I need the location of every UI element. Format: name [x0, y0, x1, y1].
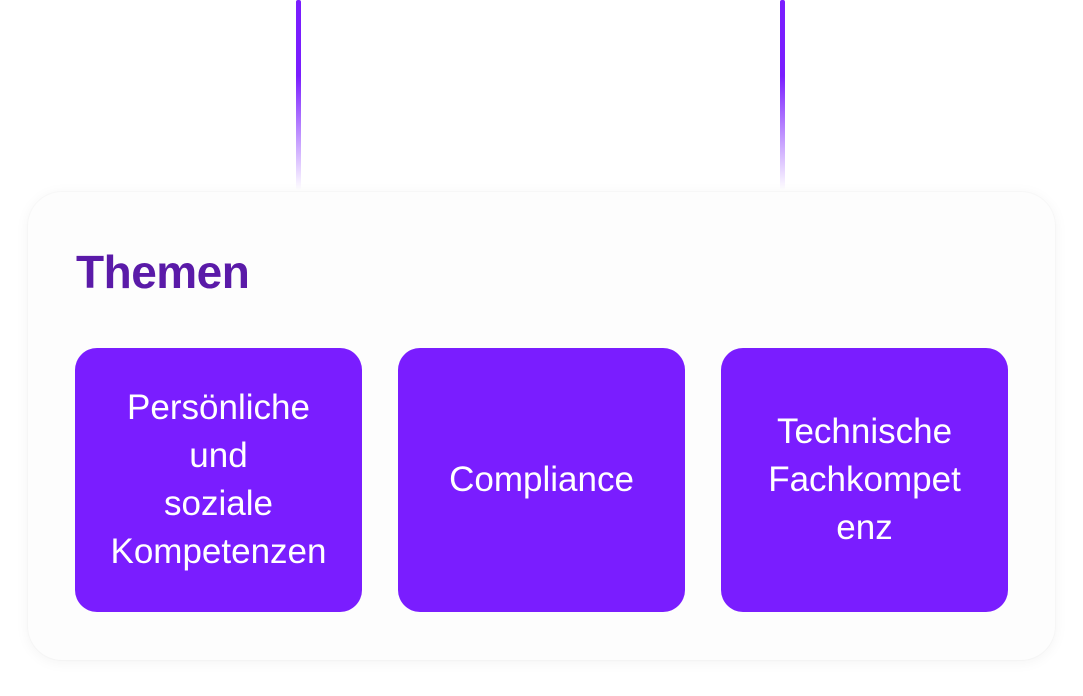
- topic-cards: Persönliche und soziale Kompetenzen Comp…: [75, 348, 1008, 612]
- topic-card-label: Compliance: [449, 460, 634, 499]
- topic-card-label: Technische Fachkompet enz: [768, 412, 961, 547]
- themes-panel: Themen Persönliche und soziale Kompetenz…: [28, 192, 1055, 660]
- connector-line-left: [296, 0, 301, 190]
- topic-card-personal-social[interactable]: Persönliche und soziale Kompetenzen: [75, 348, 362, 612]
- topic-card-compliance[interactable]: Compliance: [398, 348, 685, 612]
- topic-card-technical[interactable]: Technische Fachkompet enz: [721, 348, 1008, 612]
- topic-card-label: Persönliche und soziale Kompetenzen: [110, 388, 327, 571]
- panel-title: Themen: [76, 246, 250, 298]
- connector-line-right: [780, 0, 785, 190]
